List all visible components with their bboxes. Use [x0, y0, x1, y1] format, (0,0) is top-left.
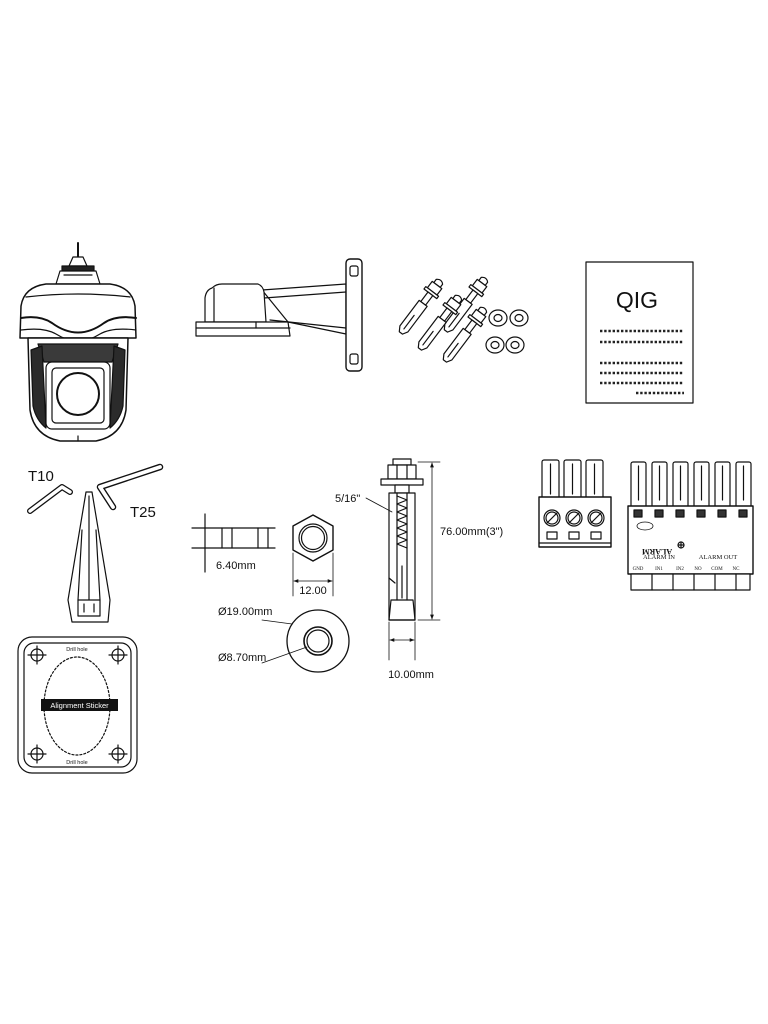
alarm-terminal-block: ALARM ALARM IN ALARM OUT GND IN1 IN2 NO … — [627, 461, 754, 591]
pin-label: NO — [694, 567, 702, 572]
nut-width-label: 12.00 — [299, 585, 327, 597]
alarm-in-label: ALARM IN — [643, 554, 675, 561]
expansion-anchor — [443, 276, 489, 333]
alarm-out-label: ALARM OUT — [699, 554, 737, 561]
t25-label: T25 — [130, 504, 156, 521]
corner-drill-mark — [27, 645, 47, 665]
drill-hole-label-top: Drill hole — [66, 647, 87, 653]
expansion-anchor — [442, 306, 488, 363]
pin-label: COM — [711, 567, 723, 572]
t10-label: T10 — [28, 468, 54, 485]
flat-washer — [505, 336, 525, 354]
expansion-anchor — [398, 278, 444, 335]
drill-hole-label-bottom: Drill hole — [66, 760, 87, 766]
expansion-bolt: 5/16" 76.00mm(3") 10.00mm — [335, 458, 503, 681]
qig-title: QIG — [616, 287, 658, 313]
corner-drill-mark — [27, 744, 47, 764]
flat-washer — [488, 309, 508, 327]
expansion-anchor — [417, 294, 463, 351]
mounting-wedge-tool — [67, 491, 111, 623]
ptz-camera — [19, 242, 137, 442]
corner-drill-mark — [108, 744, 128, 764]
pin-label: GND — [633, 567, 644, 572]
bolt-diameter-label: 10.00mm — [388, 669, 434, 681]
bolt-thread-label: 5/16" — [335, 493, 360, 505]
bolt-length-label: 76.00mm(3") — [440, 526, 503, 538]
torx-key-t25: T25 — [96, 463, 164, 521]
terminal-screw — [565, 509, 583, 527]
pin-label: IN2 — [676, 567, 684, 572]
quick-install-guide: QIG — [585, 261, 694, 404]
flat-washer — [509, 309, 529, 327]
spacer-side-view: 6.40mm — [191, 513, 276, 573]
washer-inner-diameter-label: Ø8.70mm — [218, 652, 266, 664]
pin-label: NC — [733, 567, 741, 572]
terminal-screw — [543, 509, 561, 527]
power-terminal-block — [538, 459, 612, 548]
torx-key-t10: T10 — [27, 468, 73, 514]
corner-drill-mark — [108, 645, 128, 665]
alarm-block-marking: ALARM — [641, 547, 672, 556]
pin-label: IN1 — [655, 567, 663, 572]
expansion-anchor-set — [398, 276, 529, 363]
terminal-screw — [587, 509, 605, 527]
washer-detail: Ø19.00mm Ø8.70mm — [218, 606, 350, 673]
flat-washer — [485, 336, 505, 354]
spacer-thickness-label: 6.40mm — [216, 560, 256, 572]
hex-nut: 12.00 — [292, 514, 334, 597]
wall-mount-bracket — [195, 258, 363, 372]
alignment-sticker-label: Alignment Sticker — [50, 701, 109, 710]
drill-template: Drill hole Drill hole Alignment Sticker — [17, 636, 138, 774]
washer-outer-diameter-label: Ø19.00mm — [218, 606, 272, 618]
